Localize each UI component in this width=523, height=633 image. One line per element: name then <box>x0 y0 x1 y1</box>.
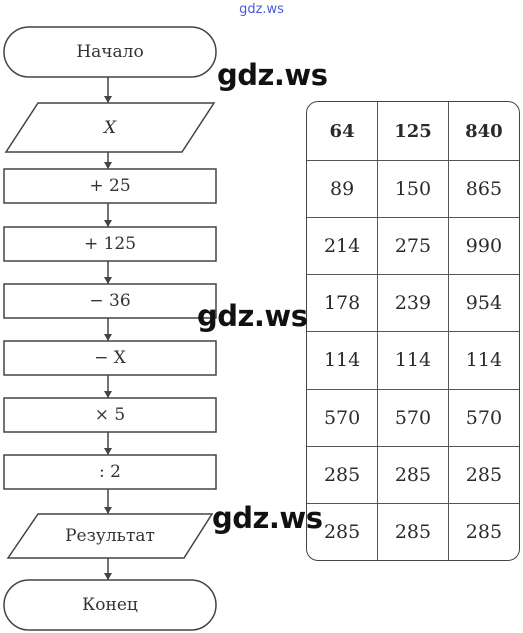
watermark: gdz.ws <box>217 58 328 92</box>
table-cell: 570 <box>377 388 449 447</box>
arrow-head <box>104 220 112 227</box>
flowchart <box>3 26 217 631</box>
process-box <box>3 168 217 204</box>
table-cell: 285 <box>447 502 519 560</box>
step-label: × 5 <box>94 405 126 425</box>
arrow-head <box>104 334 112 341</box>
table-cell: 114 <box>307 331 379 390</box>
step-label: + 125 <box>83 234 137 254</box>
table-cell: 114 <box>377 331 449 390</box>
table-cell: 570 <box>307 388 379 447</box>
table-row: 214 275 990 <box>307 217 519 276</box>
arrow-head <box>104 573 112 580</box>
arrow-head <box>104 162 112 169</box>
table-header-row: 64 125 840 <box>307 102 519 161</box>
process-box <box>3 226 217 262</box>
table-cell: 178 <box>307 274 379 333</box>
table-cell: 990 <box>447 217 519 276</box>
table-cell: 275 <box>377 217 449 276</box>
table-cell: 285 <box>377 502 449 560</box>
header-cell: 840 <box>447 102 519 161</box>
start-label: Начало <box>76 42 144 62</box>
step-label: − 36 <box>89 291 131 311</box>
results-table: 64 125 840 89 150 865 214 275 990 178 23… <box>306 101 520 561</box>
arrow-head <box>104 96 112 103</box>
table-cell: 570 <box>447 388 519 447</box>
arrow-head <box>104 277 112 284</box>
output-parallelogram <box>6 513 214 559</box>
header-cell: 64 <box>307 102 379 161</box>
arrow-head <box>104 448 112 455</box>
table-cell: 114 <box>447 331 519 390</box>
watermark: gdz.ws <box>212 501 323 535</box>
watermark-top: gdz.ws <box>239 2 284 17</box>
end-terminator <box>3 579 217 631</box>
table-cell: 285 <box>447 445 519 504</box>
table-row: 114 114 114 <box>307 331 519 390</box>
arrow-head <box>104 391 112 398</box>
watermark: gdz.ws <box>197 299 308 333</box>
table-cell: 89 <box>307 159 379 219</box>
table-row: 89 150 865 <box>307 159 519 219</box>
table-row: 285 285 285 <box>307 445 519 504</box>
arrow-head <box>104 507 112 514</box>
process-box <box>3 340 217 376</box>
process-box <box>3 397 217 433</box>
process-box <box>3 454 217 490</box>
table-row: 285 285 285 <box>307 502 519 560</box>
table-cell: 865 <box>447 159 519 219</box>
end-label: Конец <box>82 595 138 615</box>
header-cell: 125 <box>377 102 449 161</box>
step-label: : 2 <box>99 462 121 482</box>
step-label: − X <box>94 348 126 368</box>
table-cell: 150 <box>377 159 449 219</box>
start-terminator <box>3 26 217 78</box>
process-box <box>3 283 217 319</box>
table-cell: 285 <box>307 445 379 504</box>
input-label: X <box>103 117 117 138</box>
input-parallelogram <box>4 102 216 153</box>
table-cell: 239 <box>377 274 449 333</box>
table-row: 570 570 570 <box>307 388 519 447</box>
table-cell: 954 <box>447 274 519 333</box>
output-label: Результат <box>65 526 155 546</box>
step-label: + 25 <box>89 176 131 196</box>
table-cell: 214 <box>307 217 379 276</box>
table-row: 178 239 954 <box>307 274 519 333</box>
table-cell: 285 <box>377 445 449 504</box>
